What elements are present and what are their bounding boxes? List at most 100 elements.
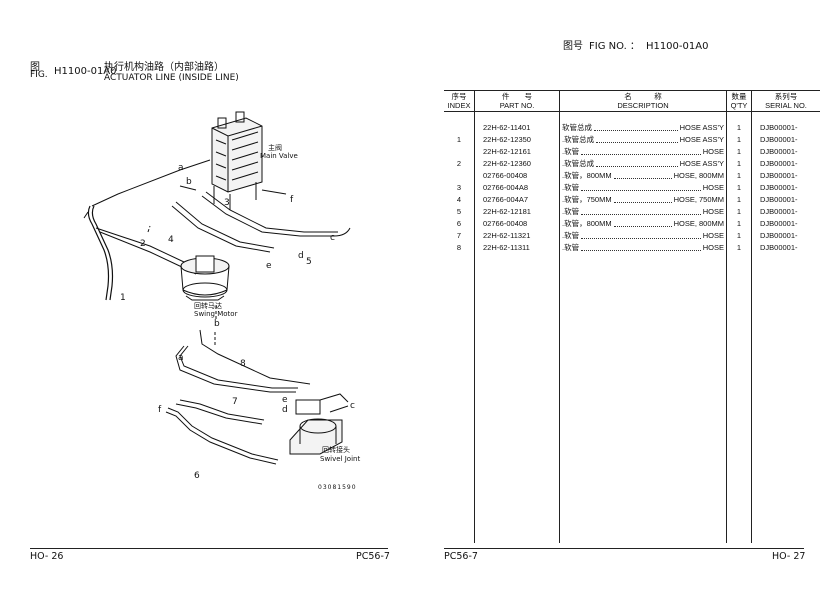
callout-a-bottom: a [178,353,184,363]
cell-part-no: 22H-62-12161 [474,146,560,158]
cell-index: 8 [444,242,475,254]
figure-title-cn: 执行机构油路（内部油路） [104,62,224,73]
fig-label-cn: 图 [30,62,40,73]
description-cn: .软管总成 [562,135,595,144]
hose-routing-diagram: 主阀 Main Valve 回转马达 Swing Motor 回转接头 Swiv… [83,111,360,481]
description-en: HOSE ASS'Y [679,135,724,144]
cell-qty: 1 [726,206,752,218]
description-en: HOSE [702,231,724,240]
description-en: HOSE ASS'Y [679,123,724,132]
cell-serial: DJB00001- [760,147,798,156]
callout-e-top: e [266,261,272,271]
fig-label-en: FIG. [30,70,48,80]
cell-serial: DJB00001- [760,135,798,144]
cell-part-no: 22H-62-12350 [474,134,560,146]
right-page-number: HO- 27 [772,551,806,562]
leader-dots [581,154,701,155]
leader-dots [581,190,701,191]
filler-cell [444,254,475,543]
cell-part-no: 02766-004A8 [474,182,560,194]
right-footer-rule [444,548,804,549]
description-cn: .软管 [562,183,580,192]
cell-qty: 1 [726,111,752,134]
description-en: HOSE, 800MM [673,171,724,180]
callout-e-bottom: e [282,395,288,405]
filler-cell [752,254,821,543]
description-cn: .软管，800MM [562,171,612,180]
figure-title-en: ACTUATOR LINE (INSIDE LINE) [104,73,239,83]
cell-qty: 1 [726,242,752,254]
cell-index [444,111,475,134]
leader-dots [581,214,701,215]
cell-index: 6 [444,218,475,230]
cell-description: .软管总成 HOSE ASS'Y [559,134,727,146]
callout-c-bottom: c [350,401,355,411]
leader-dots [613,226,672,227]
callout-d-bottom: d [282,405,288,415]
fig-no-label-en: FIG NO. ： [589,41,640,52]
left-page-number: HO- 26 [30,551,64,562]
leader-dots [581,250,701,251]
cell-part-no: 22H-62-12360 [474,158,560,170]
callout-b-bottom: b [214,319,220,329]
leader-dots [596,166,678,167]
cell-qty: 1 [726,182,752,194]
cell-qty: 1 [726,170,752,182]
main-valve-drawing [211,111,263,210]
left-footer-rule [30,548,388,549]
swivel-joint-label-cn: 回转接头 [322,445,350,454]
callout-a-top: a [178,163,184,173]
cell-qty: 1 [726,146,752,158]
cell-serial: DJB00001- [760,231,798,240]
fig-number: H1100-01A0 [54,66,117,77]
callout-f-bottom: f [158,405,162,415]
left-model: PC56-7 [356,551,390,562]
table-filler-row [444,254,820,543]
cell-qty: 1 [726,218,752,230]
callout-6: 6 [194,471,200,481]
cell-part-no: 02766-00408 [474,170,560,182]
description-en: HOSE, 800MM [673,219,724,228]
filler-cell [726,254,752,543]
callout-3: 3 [224,198,230,208]
cell-serial: DJB00001- [760,171,798,180]
description-en: HOSE [702,207,724,216]
cell-description: .软管 HOSE [559,182,727,194]
cell-index: 1 [444,134,475,146]
callout-f-top: f [290,195,294,205]
cell-qty: 1 [726,158,752,170]
description-en: HOSE [702,183,724,192]
callout-b-top: b [186,177,192,187]
cell-index: 2 [444,158,475,170]
cell-index [444,146,475,158]
swivel-joint-label-en: Swivel Joint [320,455,360,463]
fig-no-value: H1100-01A0 [645,41,709,52]
cell-qty: 1 [726,194,752,206]
description-cn: 软管总成 [562,123,592,132]
cell-part-no: 22H-62-11311 [474,242,560,254]
swing-motor-drawing [180,255,230,301]
leader-dots [613,202,672,203]
right-model: PC56-7 [444,551,478,562]
cell-serial: DJB00001- [760,195,798,204]
description-en: HOSE [702,147,724,156]
swivel-joint-drawing [289,393,349,455]
